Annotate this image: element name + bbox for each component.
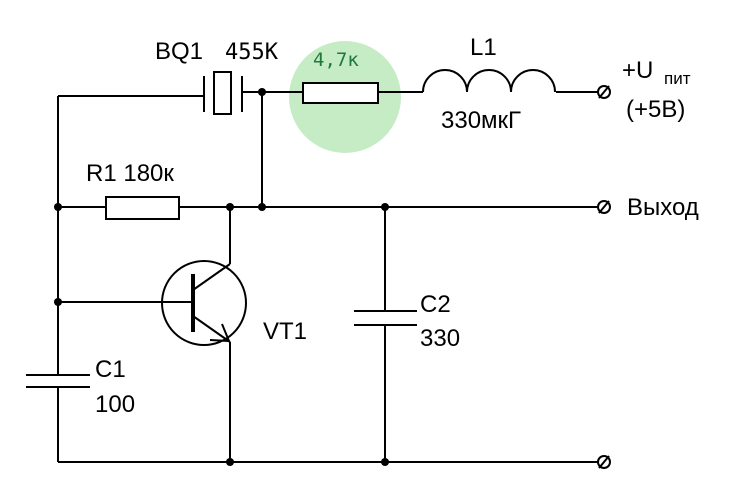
supply-label: +U	[622, 57, 653, 84]
c1-ref: C1	[95, 356, 126, 383]
bq1-value: 455K	[225, 40, 279, 65]
inductor-l1	[422, 69, 556, 93]
bq1-ref: BQ1	[155, 38, 203, 65]
terminal-output	[597, 200, 611, 214]
wires	[57, 91, 598, 463]
output-label: Выход	[627, 194, 699, 221]
resistor-4k7-value: 4,7к	[313, 49, 359, 71]
transistor-vt1	[161, 260, 247, 346]
c1-value: 100	[95, 391, 135, 418]
resistor-4k7	[302, 82, 379, 104]
c2-ref: C2	[420, 291, 451, 318]
junction-dots	[54, 88, 389, 466]
crystal-bq1	[203, 71, 243, 115]
l1-value: 330мкГ	[441, 107, 521, 134]
c2-value: 330	[420, 325, 460, 352]
supply-note: (+5В)	[626, 96, 685, 123]
resistor-r1	[105, 196, 180, 220]
terminal-supply	[597, 85, 611, 99]
vt1-ref: VT1	[263, 318, 307, 345]
capacitor-c2	[354, 310, 417, 326]
supply-label-sub: пит	[664, 69, 691, 88]
capacitor-c1	[26, 302, 90, 388]
l1-ref: L1	[470, 34, 497, 61]
terminal-ground	[597, 455, 611, 469]
r1-label: R1 180к	[86, 160, 174, 187]
